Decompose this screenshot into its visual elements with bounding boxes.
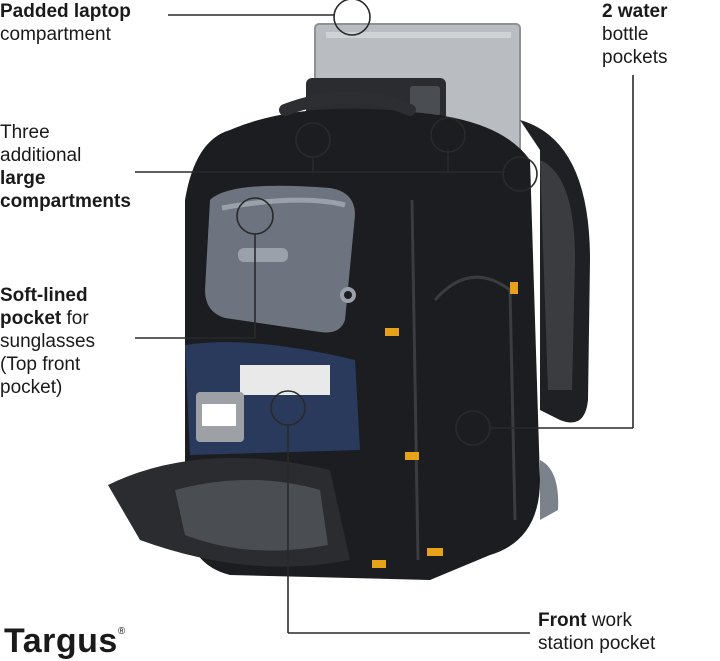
backpack-body-graphic — [108, 91, 559, 581]
brand-logo: Targus® — [4, 622, 126, 661]
three-line1: Three — [0, 122, 50, 143]
water-bold: 2 water — [602, 1, 668, 22]
soft-after-bold2: for — [61, 308, 89, 329]
soft-line3: sunglasses — [0, 331, 96, 352]
shoulder-strap-graphic — [520, 120, 590, 423]
brand-logo-text: Targus — [4, 622, 118, 660]
callout-circle-compartment-2 — [430, 117, 466, 153]
water-line2: bottle — [602, 24, 649, 45]
callout-label-soft-pocket: Soft-lined pocket for sunglasses (Top fr… — [0, 284, 150, 399]
soft-bold2: pocket — [0, 308, 62, 329]
trademark-symbol: ® — [117, 626, 126, 637]
front-bold: Front — [538, 610, 587, 631]
callout-circle-front — [270, 390, 306, 426]
callout-label-front: Front work station pocket — [538, 609, 720, 655]
laptop-bold-text: Padded laptop — [0, 1, 131, 22]
three-bold1: large — [0, 168, 46, 189]
front-line2: station pocket — [538, 633, 656, 654]
front-after-bold: work — [586, 610, 632, 631]
callout-label-water: 2 water bottle pockets — [602, 0, 720, 69]
soft-line5: pocket) — [0, 377, 63, 398]
callout-circle-compartment-1 — [295, 122, 331, 158]
callout-label-laptop: Padded laptop compartment — [0, 0, 170, 46]
callout-leaders — [135, 0, 634, 634]
callout-circle-soft-pocket — [236, 197, 274, 235]
laptop-normal-text: compartment — [0, 24, 111, 45]
three-bold2: compartments — [0, 191, 131, 212]
soft-line4: (Top front — [0, 354, 81, 375]
water-line3: pockets — [602, 47, 668, 68]
callout-circle-laptop — [333, 0, 371, 36]
three-line2: additional — [0, 145, 82, 166]
callout-label-compartments: Three additional large compartments — [0, 121, 170, 213]
soft-bold1: Soft-lined — [0, 285, 88, 306]
callout-circle-compartment-3 — [502, 156, 538, 192]
callout-circle-water — [455, 410, 491, 446]
